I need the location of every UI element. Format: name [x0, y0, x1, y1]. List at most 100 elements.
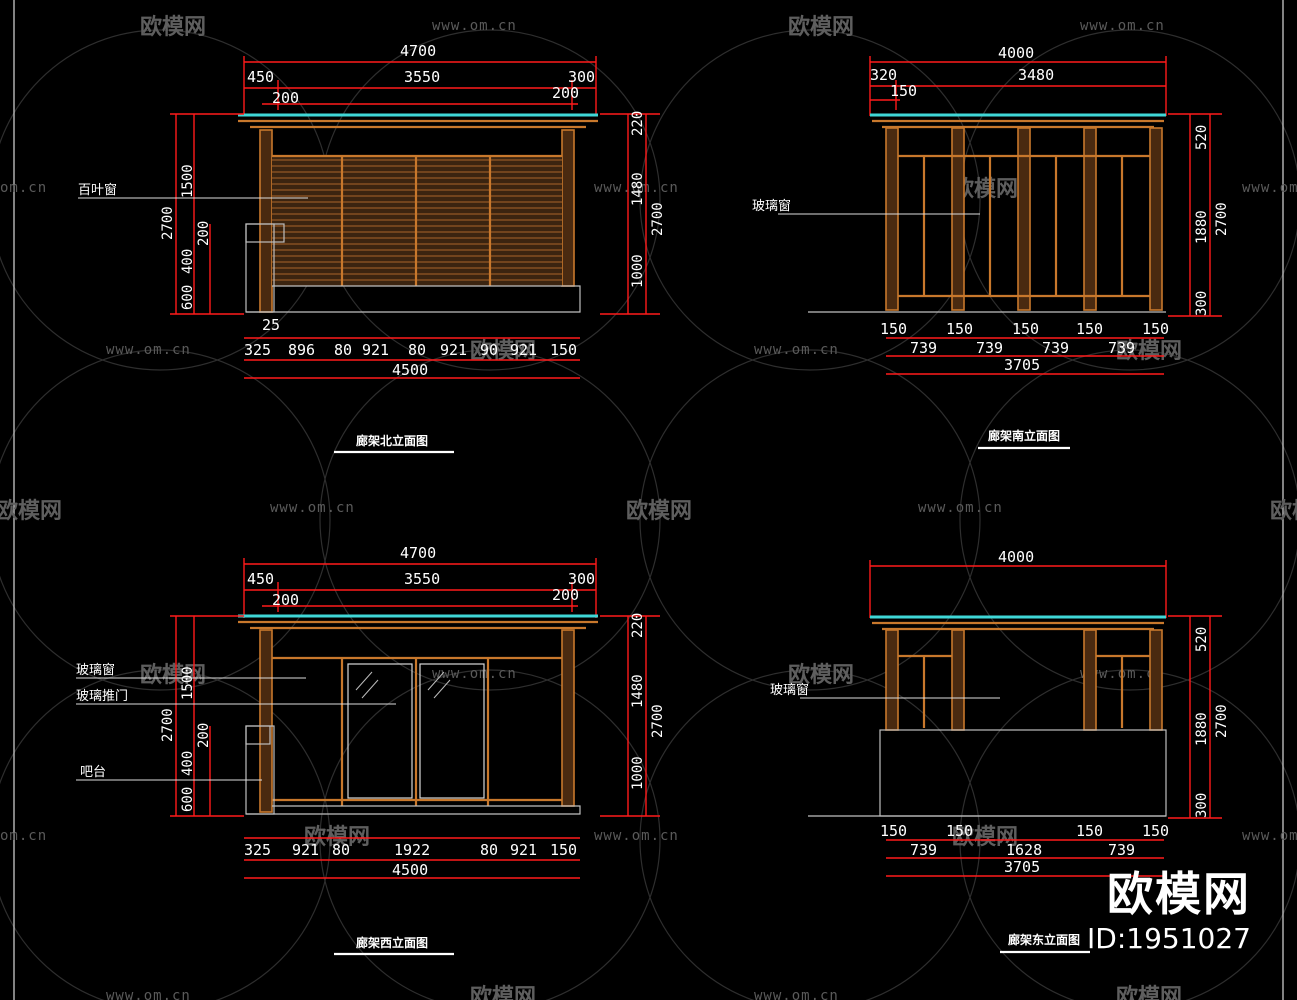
watermark-url: om.cn — [0, 828, 47, 844]
dim-label: 150 — [946, 822, 973, 840]
dim-label: 1500 — [180, 164, 196, 198]
dim-label: 2700 — [160, 206, 176, 240]
brand-name: 欧模网 — [1107, 867, 1251, 921]
dim-label: 4000 — [998, 44, 1034, 62]
dim-label: 2700 — [650, 202, 666, 236]
dim-label: 150 — [1012, 320, 1039, 338]
watermark-brand: 欧模网 — [952, 824, 1018, 850]
elevation-east: 4000 玻璃窗 520 1880 2700 300 150 150 — [770, 548, 1230, 954]
dim-label: 3705 — [1004, 356, 1040, 374]
base — [246, 805, 581, 815]
watermark-url: www.om.cn — [594, 180, 679, 196]
watermark-url: www.om.cn — [106, 342, 191, 358]
watermark-url: www.om.cn — [1242, 828, 1297, 844]
dim-label: 739 — [1042, 339, 1069, 357]
dim-label: 4700 — [400, 42, 436, 60]
dim-label: 200 — [196, 221, 212, 246]
dim-label: 25 — [262, 316, 280, 334]
label-glass-sliding-door: 玻璃推门 — [76, 689, 128, 704]
label-glass-window: 玻璃窗 — [76, 662, 115, 678]
dim-label: 520 — [1194, 627, 1210, 652]
watermark-url: www.om.cn — [754, 988, 839, 1000]
view-title: 廊架东立面图 — [1008, 932, 1080, 947]
watermark-brand: 欧模网 — [0, 498, 62, 524]
watermark-url: www.om.cn — [754, 342, 839, 358]
elevation-west: 4700 450 3550 300 200 200 — [76, 544, 666, 956]
dim-label: 150 — [880, 822, 907, 840]
dim-label: 300 — [1194, 793, 1210, 818]
dim-label: 325 — [244, 841, 271, 859]
dim-label: 2700 — [1214, 704, 1230, 738]
watermark-url: www.om.cn — [1242, 180, 1297, 196]
dim-label: 150 — [1076, 320, 1103, 338]
dim-label: 1000 — [630, 254, 646, 288]
louver-panels — [272, 154, 562, 286]
watermark-url: www.om.cn — [270, 500, 355, 516]
watermark-brand: 欧模网 — [1116, 338, 1182, 364]
watermark-url: www.om.cn — [1080, 18, 1165, 34]
watermark-brand: 欧模网 — [788, 662, 854, 688]
watermark-brand: 欧模网 — [140, 662, 206, 688]
dim-label: 921 — [510, 341, 537, 359]
dim-row-spans: 739 1628 739 — [910, 841, 1135, 859]
view-title: 廊架西立面图 — [356, 935, 428, 950]
dim-label: 90 — [480, 341, 498, 359]
dim-label: 80 — [334, 341, 352, 359]
post — [259, 129, 273, 313]
dim-label: 220 — [630, 111, 646, 136]
label-bar-counter: 吧台 — [80, 765, 106, 780]
watermark-brand: 欧模网 — [1270, 498, 1297, 524]
dim-label: 2700 — [1214, 202, 1230, 236]
dim-label: 200 — [552, 586, 579, 604]
dim-label: 150 — [550, 841, 577, 859]
dim-row-bottom: 325 921 80 1922 80 921 150 — [244, 841, 577, 859]
watermark-url: www.om.cn — [432, 18, 517, 34]
dim-label: 2700 — [650, 704, 666, 738]
glass-window-frames — [885, 127, 1163, 311]
watermark-pattern — [0, 29, 1297, 1000]
watermark-brand: 欧模网 — [626, 498, 692, 524]
view-title: 廊架北立面图 — [356, 433, 428, 448]
dim-label: 150 — [1142, 320, 1169, 338]
dim-label: 80 — [408, 341, 426, 359]
dim-label: 80 — [480, 841, 498, 859]
bar-counter-top — [245, 725, 271, 745]
watermark-brand: 欧模网 — [304, 824, 370, 850]
dim-label: 3480 — [1018, 66, 1054, 84]
post — [259, 629, 273, 813]
dim-label: 3550 — [404, 68, 440, 86]
watermark-brand: 欧模网 — [788, 14, 854, 40]
label-glass-window: 玻璃窗 — [752, 198, 791, 214]
glass-door-and-windows — [272, 656, 562, 806]
dim-label: 1480 — [630, 172, 646, 206]
counter-top — [245, 223, 285, 243]
dim-label: 921 — [292, 841, 319, 859]
dim-label: 400 — [180, 249, 196, 274]
dim-row-spans: 739 739 739 739 — [910, 339, 1135, 357]
watermark-brand: 欧模网 — [470, 984, 536, 1000]
dim-label: 921 — [440, 341, 467, 359]
dim-label: 200 — [272, 591, 299, 609]
dim-label: 896 — [288, 341, 315, 359]
watermark-url: om.cn — [0, 180, 47, 196]
dim-label: 4000 — [998, 548, 1034, 566]
dim-label: 739 — [976, 339, 1003, 357]
dim-label: 450 — [247, 68, 274, 86]
dim-label: 220 — [630, 613, 646, 638]
dim-label: 200 — [196, 723, 212, 748]
dim-label: 450 — [247, 570, 274, 588]
dim-label: 80 — [332, 841, 350, 859]
dim-label: 150 — [1076, 822, 1103, 840]
brand-id: ID:1951027 — [1087, 922, 1251, 955]
post — [561, 629, 575, 807]
base-wall — [879, 729, 1167, 817]
dim-label: 150 — [890, 82, 917, 100]
dim-label: 1000 — [630, 756, 646, 790]
dim-label: 300 — [568, 68, 595, 86]
label-louver-window: 百叶窗 — [78, 182, 117, 198]
dim-label: 200 — [552, 84, 579, 102]
dim-label: 150 — [1142, 822, 1169, 840]
dim-label: 300 — [1194, 291, 1210, 316]
label-glass-window: 玻璃窗 — [770, 682, 809, 698]
